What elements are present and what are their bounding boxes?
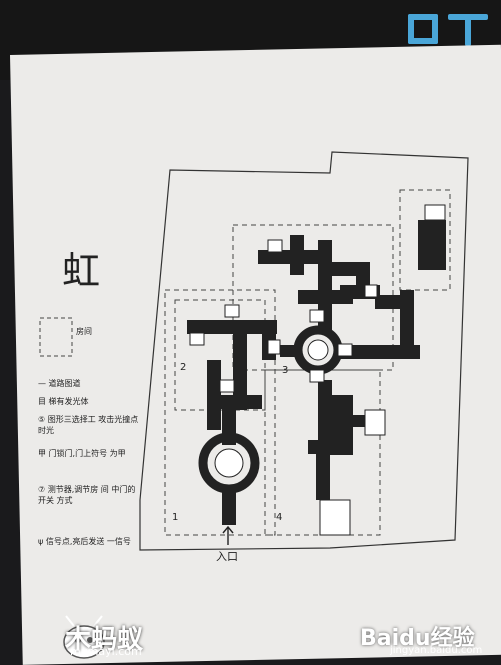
legend-room-swatch [39,317,73,357]
room-number-3: 3 [282,365,289,376]
room-number-1: 1 [172,512,179,523]
room-5-outline [399,189,451,291]
ant-mascot-icon [63,615,105,659]
room-1-outline [164,289,276,536]
round-room-bottom [198,432,260,494]
baidu-url: jingyan.baidu.com [390,645,483,656]
legend-item: 房间 [76,327,92,336]
legend-item: ψ 信号点,亮后发送 一信号 [38,537,131,546]
mumayi-watermark: 木蚂蚁 [65,625,144,655]
corridor [187,320,277,334]
entrance-label: 入口 [216,550,238,563]
legend-item: 目 梯有发光体 [38,397,89,406]
stairs-block [418,220,446,270]
outer-boundary [139,151,469,551]
legend-item: ⑤ 图形三选择工 攻击光撞点时光 [38,415,139,435]
mumayi-url: mumayi.com [70,645,142,658]
room-number-4: 4 [276,512,283,523]
legend-item: ⑦ 测节器,调节房 间 中门的开关 方式 [38,485,136,505]
legend-item: 甲 门锁门,门上符号 为甲 [38,449,126,458]
map-title: 虹 [62,249,101,293]
legend-item: — 道路图道 [38,379,81,388]
room-number-2: 2 [180,362,187,373]
baidu-watermark: Baidu经验 [360,626,475,651]
